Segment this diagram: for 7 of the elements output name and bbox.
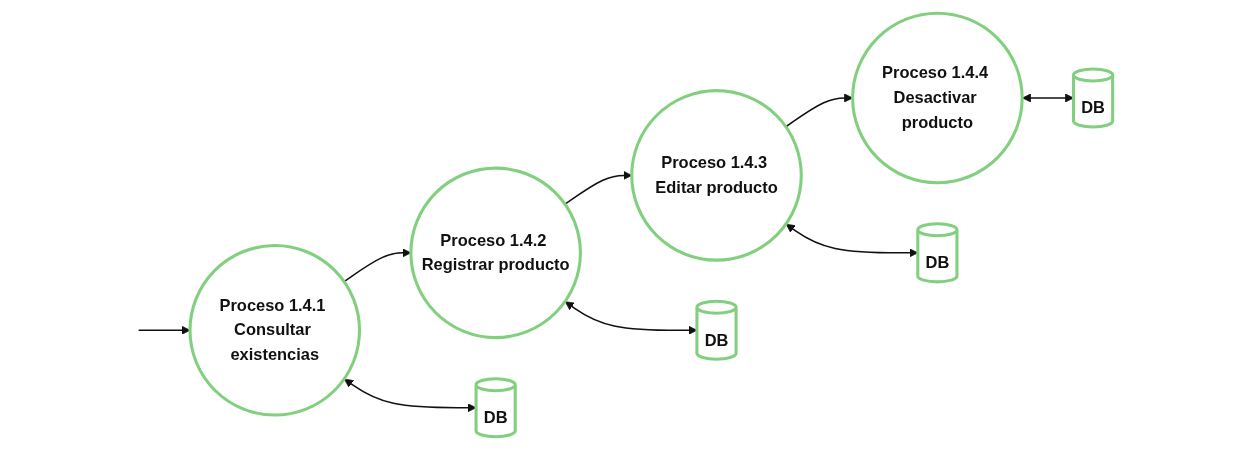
arrow: [344, 378, 477, 413]
node-circle: Proceso 1.4.3 Editar producto: [630, 89, 803, 262]
node-circle: Proceso 1.4.2 Registrar producto: [409, 166, 582, 340]
node-circle: Proceso 1.4.4 Desactivar producto: [851, 11, 1024, 185]
arrow: [565, 301, 698, 335]
arrow: [785, 223, 919, 258]
node-circle: Proceso 1.4.1 Consultar existencias: [188, 244, 362, 417]
